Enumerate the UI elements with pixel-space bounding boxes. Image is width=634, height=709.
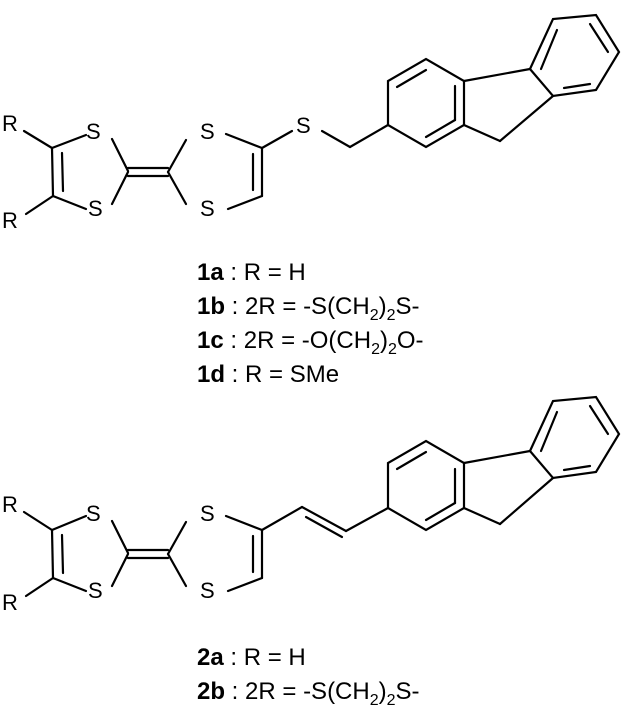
atom-s: S bbox=[200, 578, 215, 603]
atom-s: S bbox=[200, 196, 215, 221]
structure-2: R R S S S S bbox=[2, 395, 621, 615]
compound-1b-label: 1b : 2R = -S(CH2)2S- bbox=[197, 293, 420, 324]
structure-1: R R S S S S S bbox=[2, 13, 621, 233]
atom-s: S bbox=[200, 119, 215, 144]
atom-s: S bbox=[88, 578, 103, 603]
compound-1a-label: 1a : R = H bbox=[197, 259, 306, 286]
compound-2a-label: 2a : R = H bbox=[197, 644, 306, 671]
compound-2b-label: 2b : 2R = -S(CH2)2S- bbox=[197, 678, 420, 709]
atom-r-bottom: R bbox=[2, 208, 18, 233]
compound-1c-label: 1c : 2R = -O(CH2)2O- bbox=[197, 327, 424, 358]
atom-s: S bbox=[88, 196, 103, 221]
structure-1-left-dithiole bbox=[50, 133, 130, 211]
structure-1-right-dithiole bbox=[166, 132, 264, 211]
atom-r-top: R bbox=[2, 492, 18, 517]
compound-1d-label: 1d : R = SMe bbox=[197, 361, 339, 388]
compound-list-2: 2a : R = H 2b : 2R = -S(CH2)2S- bbox=[197, 644, 420, 709]
structure-1-fluorene bbox=[386, 13, 621, 149]
structure-2-fluorene bbox=[386, 395, 621, 532]
atom-s-linker: S bbox=[296, 113, 311, 138]
structure-2-right-dithiole bbox=[166, 514, 264, 593]
atom-s: S bbox=[200, 501, 215, 526]
atom-r-bottom: R bbox=[2, 590, 18, 615]
atom-s: S bbox=[86, 119, 101, 144]
atom-r-top: R bbox=[2, 111, 18, 136]
structure-2-left-dithiole bbox=[50, 514, 130, 593]
atom-s: S bbox=[86, 501, 101, 526]
structure-2-vinyl-linker bbox=[260, 505, 304, 532]
compound-list-1: 1a : R = H 1b : 2R = -S(CH2)2S- 1c : 2R … bbox=[197, 259, 424, 388]
